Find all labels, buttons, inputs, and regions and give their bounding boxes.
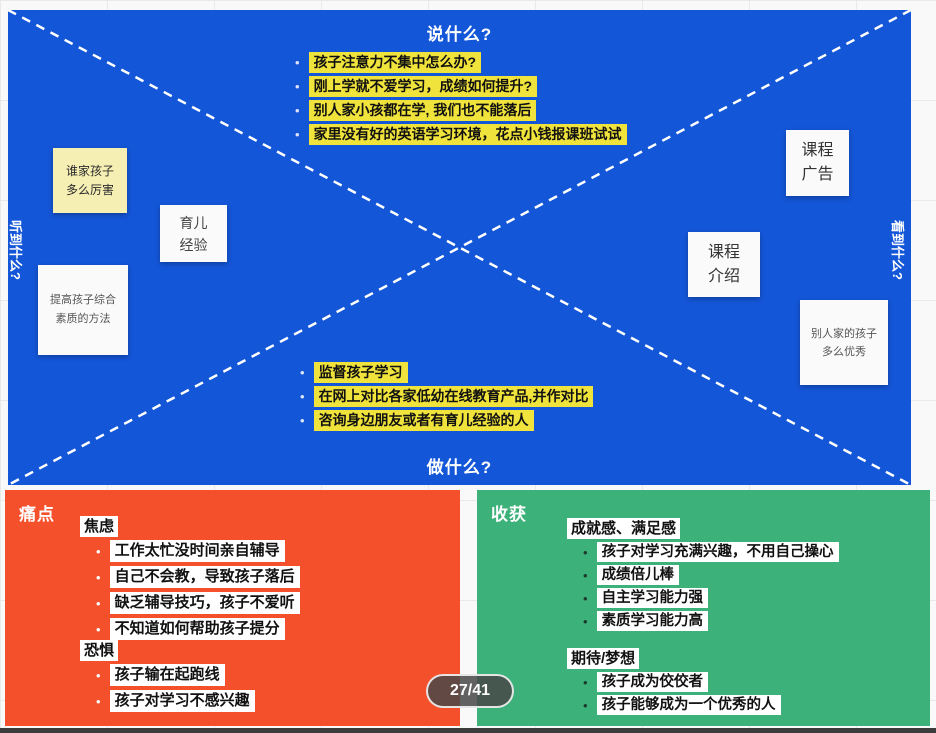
say-item: • 孩子注意力不集中怎么办? (295, 52, 627, 73)
pains-title: 痛点 (19, 505, 55, 524)
gains-panel: 收获 成就感、满足感 • 孩子对学习充满兴趣，不用自己操心 • 成绩倍儿棒 • 自主学… (477, 490, 930, 726)
say-item: • 别人家小孩都在学, 我们也不能落后 (295, 100, 627, 121)
do-quadrant-title: 做什么? (426, 458, 493, 477)
sticky-note-whose-kid[interactable]: 谁家孩子 多么厉害 (53, 148, 127, 213)
page-indicator[interactable]: 27/41 (426, 674, 514, 708)
gain-item-text: 孩子成为佼佼者 (596, 672, 709, 692)
pain-item: • 孩子对学习不感兴趣 (80, 690, 255, 712)
achievement-group: 成就感、满足感 • 孩子对学习充满兴趣，不用自己操心 • 成绩倍儿棒 • 自主学习能力… (567, 518, 839, 634)
gain-item: • 孩子成为佼佼者 (567, 672, 781, 692)
do-item: • 咨询身边朋友或者有育儿经验的人 (300, 410, 593, 431)
do-item-text: 在网上对比各家低幼在线教育产品,并作对比 (313, 386, 594, 407)
do-item-text: 咨询身边朋友或者有育儿经验的人 (313, 410, 534, 431)
pain-item-text: 缺乏辅导技巧，孩子不爱听 (109, 592, 300, 614)
bullet-dot: • (96, 569, 101, 585)
sticky-note-parenting-experience[interactable]: 育儿 经验 (160, 205, 227, 262)
empathy-map-canvas: 说什么? 做什么? 听到什么? 看到什么? • 孩子注意力不集中怎么办? • 刚上学… (8, 10, 911, 485)
do-item: • 监督孩子学习 (300, 362, 593, 383)
bullet-dot: • (300, 413, 305, 428)
anxiety-group: 焦虑 • 工作太忙没时间亲自辅导 • 自己不会教，导致孩子落后 • 缺乏辅导技巧，孩子… (80, 516, 300, 644)
say-item-text: 别人家小孩都在学, 我们也不能落后 (308, 100, 537, 121)
gain-item: • 自主学习能力强 (567, 588, 839, 608)
bullet-dot: • (583, 590, 588, 606)
pain-item-text: 工作太忙没时间亲自辅导 (109, 540, 285, 562)
gain-item: • 孩子对学习充满兴趣，不用自己操心 (567, 542, 839, 562)
gain-item-text: 自主学习能力强 (596, 588, 709, 608)
bullet-dot: • (96, 667, 101, 683)
gain-item-text: 孩子能够成为一个优秀的人 (596, 695, 781, 715)
anxiety-label: 焦虑 (80, 516, 119, 537)
bullet-dot: • (583, 697, 588, 713)
bullet-dot: • (96, 621, 101, 637)
bullet-dot: • (300, 389, 305, 404)
pain-item-text: 孩子输在起跑线 (109, 664, 225, 686)
quadrant-divider-lines (8, 10, 911, 485)
sticky-note-other-kids[interactable]: 别人家的孩子 多么优秀 (800, 300, 888, 385)
achievement-label: 成就感、满足感 (567, 518, 681, 539)
bullet-dot: • (295, 79, 300, 94)
pain-item-text: 孩子对学习不感兴趣 (109, 690, 255, 712)
bullet-dot: • (96, 693, 101, 709)
do-item: • 在网上对比各家低幼在线教育产品,并作对比 (300, 386, 594, 407)
pain-item: • 自己不会教，导致孩子落后 (80, 566, 300, 588)
bullet-dot: • (96, 543, 101, 559)
pains-panel: 痛点 焦虑 • 工作太忙没时间亲自辅导 • 自己不会教，导致孩子落后 • 缺乏辅导技巧… (5, 490, 460, 726)
gains-title: 收获 (491, 505, 527, 524)
see-quadrant-title: 看到什么? (890, 220, 905, 280)
pain-item: • 不知道如何帮助孩子提分 (80, 618, 300, 640)
gain-item-text: 素质学习能力高 (596, 611, 709, 631)
say-item: • 刚上学就不爱学习，成绩如何提升? (295, 76, 627, 97)
do-list: • 监督孩子学习 • 在网上对比各家低幼在线教育产品,并作对比 • 咨询身边朋友或者有… (300, 362, 594, 434)
gain-item: • 孩子能够成为一个优秀的人 (567, 695, 781, 715)
say-item: • 家里没有好的英语学习环境，花点小钱报课班试试 (295, 124, 627, 145)
fear-group: 恐惧 • 孩子输在起跑线 • 孩子对学习不感兴趣 (80, 640, 255, 716)
bullet-dot: • (583, 613, 588, 629)
pain-item: • 孩子输在起跑线 (80, 664, 255, 686)
bullet-dot: • (96, 595, 101, 611)
say-quadrant-title: 说什么? (426, 25, 493, 44)
window-edge-bar (0, 728, 936, 733)
gain-item: • 成绩倍儿棒 (567, 565, 839, 585)
bullet-dot: • (583, 674, 588, 690)
pain-item-text: 不知道如何帮助孩子提分 (109, 618, 285, 640)
gain-item: • 素质学习能力高 (567, 611, 839, 631)
bullet-dot: • (583, 544, 588, 560)
sticky-note-improve-quality[interactable]: 提高孩子综合 素质的方法 (38, 265, 128, 355)
bullet-dot: • (295, 127, 300, 142)
hear-quadrant-title: 听到什么? (8, 220, 23, 280)
pain-item: • 缺乏辅导技巧，孩子不爱听 (80, 592, 300, 614)
dream-label: 期待/梦想 (567, 648, 640, 669)
bullet-dot: • (295, 55, 300, 70)
do-item-text: 监督孩子学习 (313, 362, 408, 383)
bullet-dot: • (300, 365, 305, 380)
pain-item-text: 自己不会教，导致孩子落后 (109, 566, 300, 588)
say-item-text: 孩子注意力不集中怎么办? (308, 52, 482, 73)
fear-label: 恐惧 (80, 640, 119, 661)
say-list: • 孩子注意力不集中怎么办? • 刚上学就不爱学习，成绩如何提升? • 别人家小孩都在… (295, 52, 627, 148)
dream-group: 期待/梦想 • 孩子成为佼佼者 • 孩子能够成为一个优秀的人 (567, 648, 781, 718)
bullet-dot: • (295, 103, 300, 118)
sticky-note-course-ad[interactable]: 课程 广告 (786, 130, 849, 196)
say-item-text: 家里没有好的英语学习环境，花点小钱报课班试试 (308, 124, 627, 145)
gain-item-text: 成绩倍儿棒 (596, 565, 680, 585)
gain-item-text: 孩子对学习充满兴趣，不用自己操心 (596, 542, 839, 562)
bullet-dot: • (583, 567, 588, 583)
sticky-note-course-intro[interactable]: 课程 介绍 (688, 232, 760, 297)
pain-item: • 工作太忙没时间亲自辅导 (80, 540, 300, 562)
say-item-text: 刚上学就不爱学习，成绩如何提升? (308, 76, 538, 97)
